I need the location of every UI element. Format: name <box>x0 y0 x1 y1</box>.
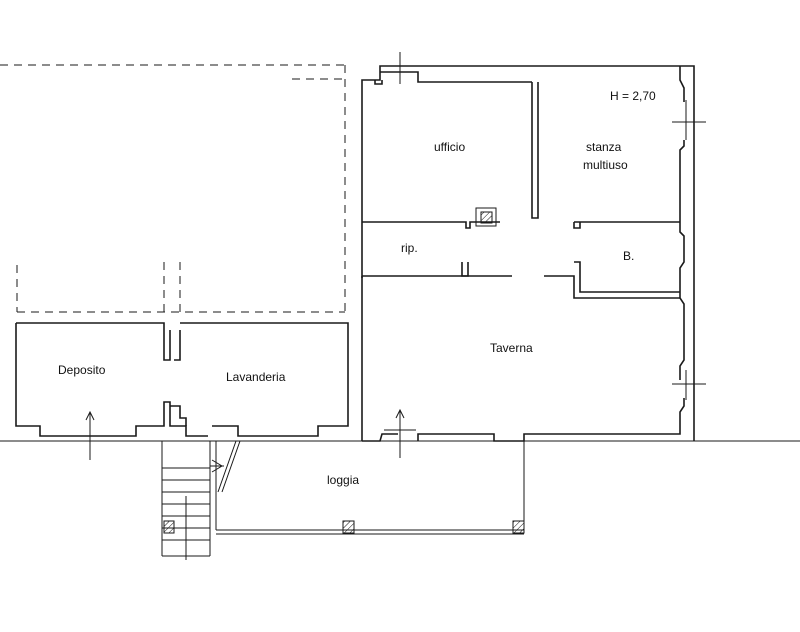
label-stanza: stanza <box>586 140 622 154</box>
loggia-structure <box>163 441 525 535</box>
label-ripostiglio: rip. <box>401 241 418 255</box>
label-loggia: loggia <box>327 473 359 487</box>
label-multiuso: multiuso <box>583 158 628 172</box>
label-bagno: B. <box>623 249 634 263</box>
adjacent-property-outline <box>0 64 346 313</box>
label-lavanderia: Lavanderia <box>226 370 286 384</box>
flue-shaft <box>475 207 497 227</box>
annex-walls <box>15 322 349 437</box>
interior-partitions <box>362 82 680 299</box>
label-deposito: Deposito <box>58 363 106 377</box>
label-ceiling-height: H = 2,70 <box>610 89 656 103</box>
label-ufficio: ufficio <box>434 140 465 154</box>
section-markers <box>85 52 706 460</box>
label-taverna: Taverna <box>490 341 533 355</box>
main-building-walls <box>361 65 695 442</box>
flue-hatch <box>480 211 493 224</box>
external-staircase <box>161 440 241 560</box>
